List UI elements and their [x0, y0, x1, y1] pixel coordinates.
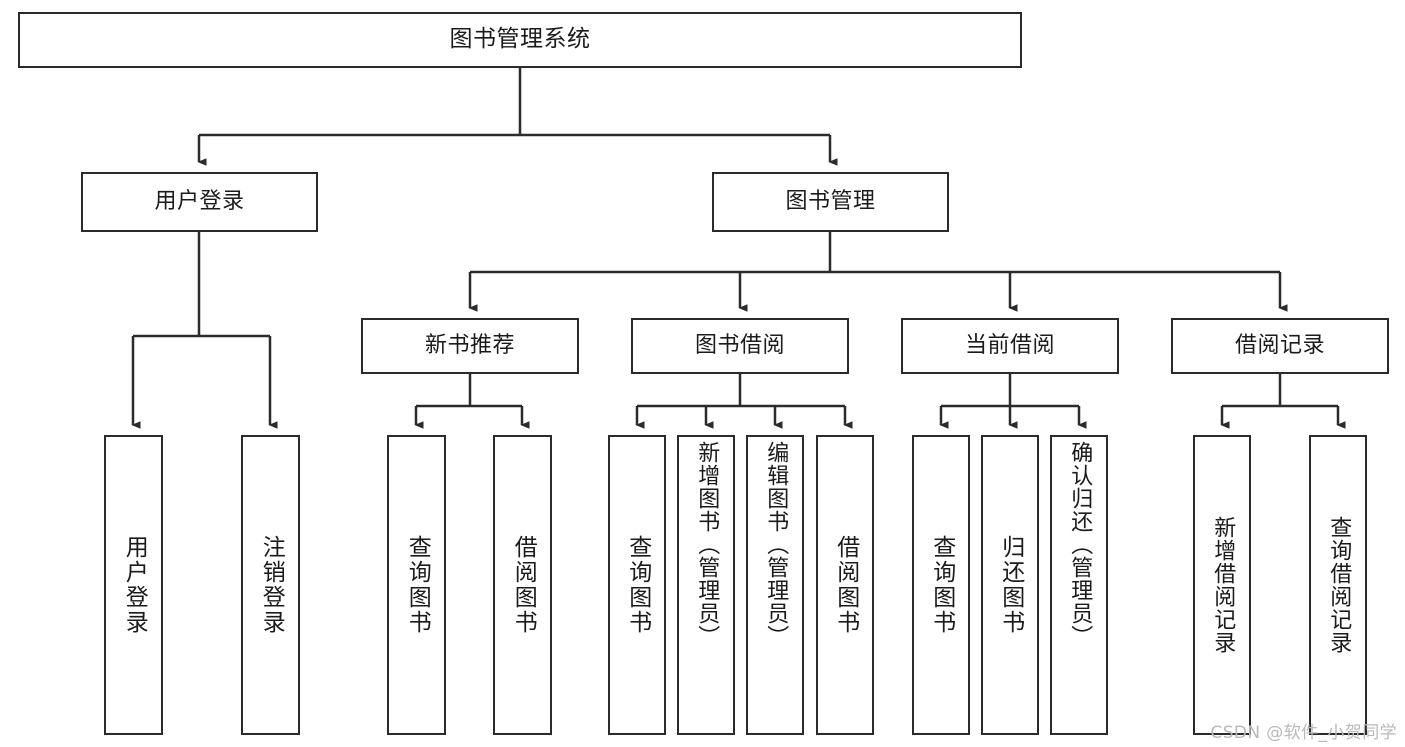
- node-label: 确认归还（管理员）: [1067, 441, 1093, 648]
- node-label: 图书管理系统: [449, 26, 591, 53]
- leaf-query-book-3[interactable]: 查询图书: [912, 435, 970, 735]
- node-label: 图书借阅: [694, 333, 785, 359]
- node-label: 注销登录: [258, 535, 285, 635]
- node-borrow-record[interactable]: 借阅记录: [1171, 318, 1389, 374]
- node-label: 归还图书: [997, 535, 1024, 635]
- node-new-book-recommend[interactable]: 新书推荐: [361, 318, 579, 374]
- node-root-system[interactable]: 图书管理系统: [18, 12, 1022, 68]
- node-label: 用户登录: [154, 189, 245, 215]
- leaf-borrow-book-1[interactable]: 借阅图书: [493, 435, 552, 735]
- leaf-add-record[interactable]: 新增借阅记录: [1193, 435, 1251, 735]
- node-label: 查询图书: [928, 535, 955, 635]
- node-book-management[interactable]: 图书管理: [712, 172, 949, 232]
- leaf-edit-book[interactable]: 编辑图书（管理员）: [746, 435, 804, 735]
- node-label: 图书管理: [785, 189, 876, 215]
- node-label: 借阅记录: [1234, 333, 1325, 359]
- node-label: 编辑图书（管理员）: [763, 441, 789, 648]
- node-label: 用户登录: [121, 535, 148, 635]
- node-user-login[interactable]: 用户登录: [81, 172, 318, 232]
- node-label: 查询图书: [404, 535, 431, 635]
- leaf-confirm-return[interactable]: 确认归还（管理员）: [1050, 435, 1108, 735]
- node-label: 借阅图书: [832, 535, 859, 635]
- node-label: 新增图书（管理员）: [694, 441, 720, 648]
- node-label: 新增借阅记录: [1210, 516, 1236, 654]
- node-label: 新书推荐: [424, 333, 515, 359]
- leaf-query-book-2[interactable]: 查询图书: [608, 435, 666, 735]
- leaf-add-book[interactable]: 新增图书（管理员）: [677, 435, 735, 735]
- leaf-query-record[interactable]: 查询借阅记录: [1309, 435, 1367, 735]
- leaf-borrow-book-2[interactable]: 借阅图书: [816, 435, 874, 735]
- leaf-return-book[interactable]: 归还图书: [981, 435, 1039, 735]
- node-label: 查询借阅记录: [1326, 516, 1352, 654]
- leaf-query-book-1[interactable]: 查询图书: [387, 435, 446, 735]
- node-label: 查询图书: [624, 535, 651, 635]
- node-book-borrow[interactable]: 图书借阅: [631, 318, 849, 374]
- leaf-user-logout[interactable]: 注销登录: [241, 435, 300, 735]
- node-label: 借阅图书: [510, 535, 537, 635]
- node-label: 当前借阅: [964, 333, 1055, 359]
- node-current-borrow[interactable]: 当前借阅: [901, 318, 1119, 374]
- leaf-user-login[interactable]: 用户登录: [104, 435, 163, 735]
